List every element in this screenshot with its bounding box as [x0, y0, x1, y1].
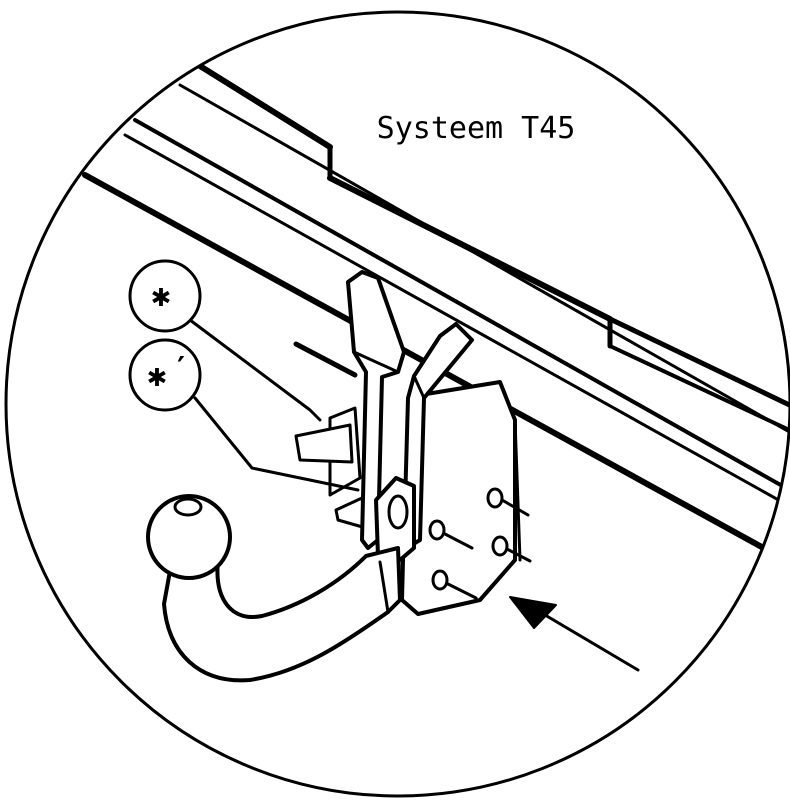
callout-star-prime-symbol: ✱: [147, 356, 166, 394]
callout-star: ✱: [128, 259, 202, 333]
mounting-bracket: [294, 380, 522, 616]
tow-ball-highlight: [173, 497, 203, 517]
callout-leaders: [188, 318, 360, 492]
left-support-arm: [346, 270, 406, 550]
direction-arrow: [509, 596, 640, 672]
callout-star-symbol: ✱: [151, 276, 170, 314]
tow-ball: [146, 494, 232, 580]
callout-star-prime-mark: ′: [172, 351, 190, 386]
system-title: Systeem T45: [377, 111, 576, 146]
callout-star-prime: ✱ ′: [128, 338, 202, 412]
bolt-holes: [428, 487, 532, 600]
